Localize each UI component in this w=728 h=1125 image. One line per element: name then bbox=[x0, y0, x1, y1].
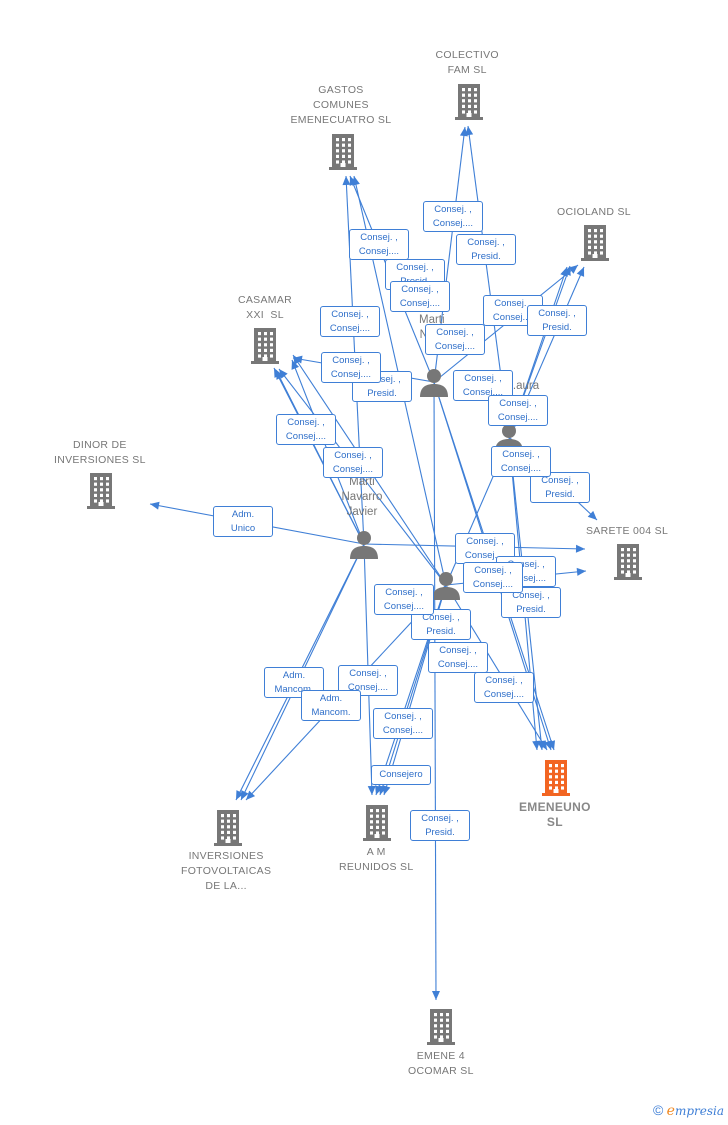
relation-label[interactable]: Consej. , Consej.... bbox=[321, 351, 381, 383]
relation-edge bbox=[273, 367, 365, 545]
relation-arrowhead bbox=[236, 790, 244, 800]
relation-arrowhead bbox=[342, 176, 351, 186]
relation-label[interactable]: Consej. , Consej.... bbox=[488, 394, 548, 426]
relation-label[interactable]: Adm. Unico bbox=[213, 505, 273, 537]
company-name[interactable]: SARETE 004 SL bbox=[586, 525, 669, 537]
relation-arrowhead bbox=[241, 790, 249, 800]
building-icon bbox=[329, 134, 357, 170]
relation-label[interactable]: Consej. , Presid. bbox=[410, 809, 470, 841]
relation-label[interactable]: Consej. , Consej.... bbox=[373, 707, 433, 739]
relation-arrowhead bbox=[279, 369, 288, 379]
relation-label[interactable]: Consej. , Presid. bbox=[456, 233, 516, 265]
relation-arrowhead bbox=[576, 567, 586, 576]
relation-arrowhead bbox=[465, 126, 474, 136]
person-icon bbox=[350, 531, 378, 559]
relation-arrowhead bbox=[246, 790, 256, 800]
building-icon bbox=[427, 1009, 455, 1045]
person-node-p1[interactable] bbox=[419, 367, 449, 397]
person-icon bbox=[432, 572, 460, 600]
person-name[interactable]: Marti Navarro Javier bbox=[341, 476, 383, 518]
company-node-inversiones[interactable] bbox=[213, 810, 243, 846]
building-icon bbox=[87, 473, 115, 509]
company-node-sarete[interactable] bbox=[613, 544, 643, 580]
relation-label[interactable]: Consej. , Consej.... bbox=[425, 323, 485, 355]
relation-label[interactable]: Consej. , Presid. bbox=[530, 471, 590, 503]
person-node-p4[interactable] bbox=[431, 570, 461, 600]
relation-arrowhead bbox=[150, 501, 160, 510]
company-name[interactable]: EMENEUNO SL bbox=[519, 800, 591, 829]
company-node-ocioland[interactable] bbox=[580, 225, 610, 261]
person-node-p3[interactable] bbox=[349, 529, 379, 559]
building-icon bbox=[455, 84, 483, 120]
relation-label[interactable]: Consejero bbox=[371, 765, 431, 785]
building-icon bbox=[363, 805, 391, 841]
footer-brand: © empresia bbox=[653, 1102, 724, 1119]
relation-label[interactable]: Consej. , Consej.... bbox=[374, 583, 434, 615]
building-icon bbox=[614, 544, 642, 580]
building-icon bbox=[581, 225, 609, 261]
relation-arrowhead bbox=[575, 544, 585, 553]
relation-arrowhead bbox=[560, 267, 568, 277]
company-node-emene4[interactable] bbox=[426, 1009, 456, 1045]
relation-arrowhead bbox=[547, 740, 556, 750]
relation-arrowhead bbox=[568, 265, 578, 274]
relation-arrowhead bbox=[382, 785, 391, 795]
brand-name: mpresia bbox=[674, 1104, 724, 1118]
company-node-colectivo[interactable] bbox=[454, 84, 484, 120]
relation-label[interactable]: Consej. , Consej.... bbox=[455, 532, 515, 564]
relation-arrowhead bbox=[576, 267, 585, 277]
company-name[interactable]: EMENE 4 OCOMAR SL bbox=[408, 1050, 474, 1077]
relation-label[interactable]: Consej. , Consej.... bbox=[423, 200, 483, 232]
copyright-symbol: © bbox=[652, 1102, 664, 1118]
company-name[interactable]: CASAMAR XXI SL bbox=[238, 294, 293, 321]
company-node-gastos[interactable] bbox=[328, 134, 358, 170]
company-name[interactable]: OCIOLAND SL bbox=[557, 206, 631, 218]
relation-label[interactable]: Consej. , Consej.... bbox=[349, 228, 409, 260]
relation-arrowhead bbox=[274, 368, 282, 378]
relation-arrowhead bbox=[431, 990, 440, 1000]
relation-label[interactable]: Consej. , Consej.... bbox=[390, 280, 450, 312]
relation-label[interactable]: Consej. , Presid. bbox=[527, 304, 587, 336]
person-icon bbox=[420, 369, 448, 397]
company-name[interactable]: COLECTIVO FAM SL bbox=[435, 49, 499, 76]
relation-edge bbox=[433, 381, 437, 1001]
building-icon bbox=[251, 328, 279, 364]
brand-logo-initial: e bbox=[666, 1103, 675, 1119]
company-name[interactable]: GASTOS COMUNES EMENECUATRO SL bbox=[290, 84, 392, 126]
relation-label[interactable]: Consej. , Consej.... bbox=[491, 445, 551, 477]
relation-label[interactable]: Consej. , Consej.... bbox=[323, 446, 383, 478]
company-node-emeneuno[interactable] bbox=[541, 760, 571, 796]
building-icon bbox=[214, 810, 242, 846]
relation-arrowhead bbox=[587, 510, 597, 520]
company-name[interactable]: A M REUNIDOS SL bbox=[339, 846, 414, 873]
relation-arrowhead bbox=[293, 355, 302, 365]
relation-label[interactable]: Consej. , Consej.... bbox=[463, 561, 523, 593]
relation-label[interactable]: Consej. , Consej.... bbox=[320, 305, 380, 337]
company-node-casamar[interactable] bbox=[250, 328, 280, 364]
relation-label[interactable]: Consej. , Consej.... bbox=[428, 641, 488, 673]
relation-label[interactable]: Consej. , Consej.... bbox=[474, 671, 534, 703]
building-icon bbox=[542, 760, 570, 796]
relation-label[interactable]: Consej. , Consej.... bbox=[276, 413, 336, 445]
company-node-am[interactable] bbox=[362, 805, 392, 841]
relation-arrowhead bbox=[352, 176, 360, 186]
person-name[interactable]: ...aura bbox=[506, 380, 540, 392]
relation-arrowhead bbox=[291, 360, 300, 370]
company-node-dinor[interactable] bbox=[86, 473, 116, 509]
company-name[interactable]: INVERSIONES FOTOVOLTAICAS DE LA... bbox=[181, 850, 272, 892]
company-name[interactable]: DINOR DE INVERSIONES SL bbox=[54, 439, 146, 466]
relation-arrowhead bbox=[367, 785, 376, 795]
relation-label[interactable]: Adm. Mancom. bbox=[301, 689, 361, 721]
